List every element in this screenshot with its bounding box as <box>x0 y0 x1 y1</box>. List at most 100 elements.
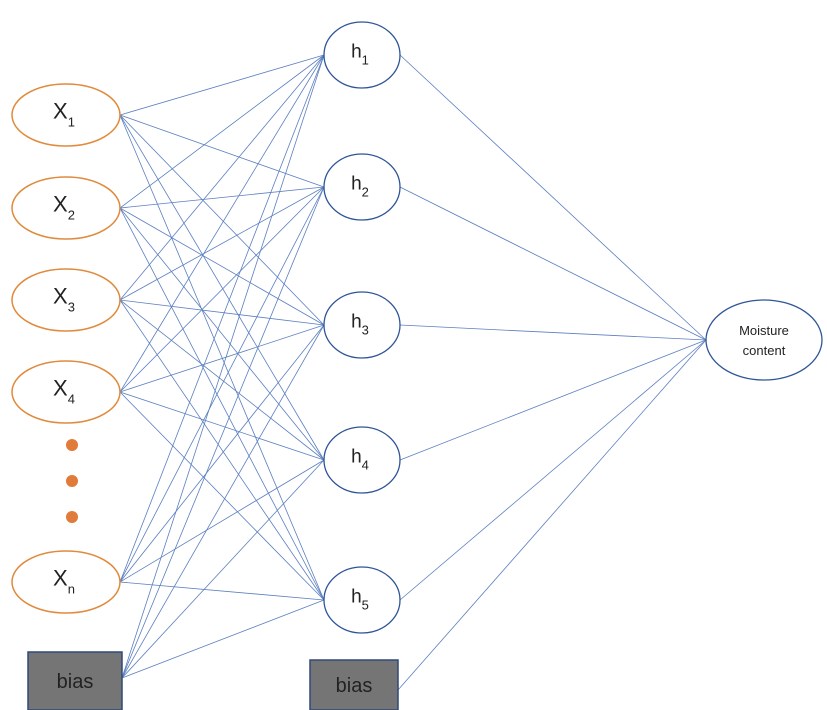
hidden-node-h5: h5 <box>323 566 401 634</box>
hidden-node-ellipse <box>323 426 401 494</box>
node-label-subscript: 4 <box>68 391 75 406</box>
node-label-main: X <box>53 99 68 124</box>
edge-input-2-to-hidden-1 <box>119 54 325 209</box>
edge-bias-to-hidden-4 <box>121 459 325 679</box>
hidden-node-h3: h3 <box>323 291 401 359</box>
edge-input-3-to-hidden-3 <box>119 299 325 326</box>
edge-input-1-to-hidden-1 <box>119 54 325 116</box>
edge-input-5-to-hidden-3 <box>119 324 325 583</box>
edge-input-4-to-hidden-5 <box>119 391 325 601</box>
hidden-node-h1: h1 <box>323 21 401 89</box>
edge-input-5-to-hidden-4 <box>119 459 325 583</box>
input-node-ellipse <box>11 550 121 614</box>
input-node-ellipse <box>11 176 121 240</box>
edge-input-1-to-hidden-5 <box>119 114 325 601</box>
edge-input-2-to-hidden-2 <box>119 186 325 209</box>
node-label: h2 <box>351 174 369 200</box>
edge-input-3-to-hidden-4 <box>119 299 325 461</box>
edge-input-2-to-hidden-4 <box>119 207 325 461</box>
node-label-main: X <box>53 566 68 591</box>
node-label-main: X <box>53 376 68 401</box>
ellipsis-dot <box>66 475 78 487</box>
node-label-subscript: 1 <box>362 52 369 67</box>
node-label: X3 <box>53 284 75 315</box>
input-node-xn: Xn <box>11 550 121 614</box>
edge-bias-to-hidden-5 <box>121 599 325 679</box>
hidden-node-ellipse <box>323 153 401 221</box>
input-node-x2: X2 <box>11 176 121 240</box>
input-node-x4: X4 <box>11 360 121 424</box>
node-label-main: h <box>351 312 362 333</box>
edge-input-4-to-hidden-3 <box>119 324 325 393</box>
node-label: h3 <box>351 312 369 338</box>
node-label-subscript: 1 <box>68 114 75 129</box>
node-label-main: h <box>351 587 362 608</box>
edge-input-3-to-hidden-5 <box>119 299 325 601</box>
edge-input-3-to-hidden-1 <box>119 54 325 301</box>
node-label-subscript: 4 <box>362 457 369 472</box>
node-label: X1 <box>53 99 75 130</box>
node-label: Xn <box>53 566 75 597</box>
input-node-ellipse <box>11 268 121 332</box>
input-node-x1: X1 <box>11 83 121 147</box>
edge-bias-to-hidden-1 <box>121 54 325 679</box>
edge-bias-to-output <box>397 339 707 691</box>
edge-input-4-to-hidden-4 <box>119 391 325 461</box>
edge-input-5-to-hidden-1 <box>119 54 325 583</box>
input-node-x3: X3 <box>11 268 121 332</box>
output-label-line1: Moisture <box>739 323 789 338</box>
hidden-node-ellipse <box>323 21 401 89</box>
input-node-ellipse <box>11 360 121 424</box>
output-node-ellipse <box>705 299 823 381</box>
edge-hidden-1-to-output <box>399 54 707 341</box>
output-label-line2: content <box>743 343 786 358</box>
hidden-node-ellipse <box>323 291 401 359</box>
bias-label: bias <box>336 675 373 697</box>
input-node-ellipse <box>11 83 121 147</box>
bias-box-rect <box>27 651 123 710</box>
ellipsis-dot <box>66 511 78 523</box>
edge-hidden-2-to-output <box>399 186 707 341</box>
edge-hidden-5-to-output <box>399 339 707 601</box>
edge-input-2-to-hidden-3 <box>119 207 325 326</box>
hidden-node-h4: h4 <box>323 426 401 494</box>
node-label-main: h <box>351 174 362 195</box>
edge-input-1-to-hidden-2 <box>119 114 325 188</box>
edge-hidden-4-to-output <box>399 339 707 461</box>
node-label-subscript: 2 <box>68 207 75 222</box>
node-label-main: X <box>53 192 68 217</box>
hidden-node-h2: h2 <box>323 153 401 221</box>
node-label: h4 <box>351 447 369 473</box>
node-label-subscript: 3 <box>68 299 75 314</box>
edge-input-2-to-hidden-5 <box>119 207 325 601</box>
node-label: X4 <box>53 376 75 407</box>
node-label-main: X <box>53 284 68 309</box>
edge-input-5-to-hidden-2 <box>119 186 325 583</box>
connection-edges <box>119 54 707 691</box>
edge-input-4-to-hidden-2 <box>119 186 325 393</box>
node-label-subscript: n <box>68 581 75 596</box>
node-label-main: h <box>351 42 362 63</box>
bias-label: bias <box>57 671 94 693</box>
ellipsis-dot <box>66 439 78 451</box>
hidden-node-ellipse <box>323 566 401 634</box>
edge-hidden-3-to-output <box>399 324 707 341</box>
edge-bias-to-hidden-3 <box>121 324 325 679</box>
node-label-subscript: 2 <box>362 184 369 199</box>
hidden-bias-node: bias <box>309 659 399 710</box>
edge-input-1-to-hidden-4 <box>119 114 325 461</box>
node-label-subscript: 3 <box>362 322 369 337</box>
node-label-subscript: 5 <box>362 597 369 612</box>
node-label: h5 <box>351 587 369 613</box>
edge-input-5-to-hidden-5 <box>119 581 325 601</box>
edge-input-3-to-hidden-2 <box>119 186 325 301</box>
edge-input-1-to-hidden-3 <box>119 114 325 326</box>
edge-bias-to-hidden-2 <box>121 186 325 679</box>
node-label-main: h <box>351 447 362 468</box>
bias-box-rect <box>309 659 399 710</box>
node-label: h1 <box>351 42 369 68</box>
input-ellipsis <box>66 439 78 523</box>
